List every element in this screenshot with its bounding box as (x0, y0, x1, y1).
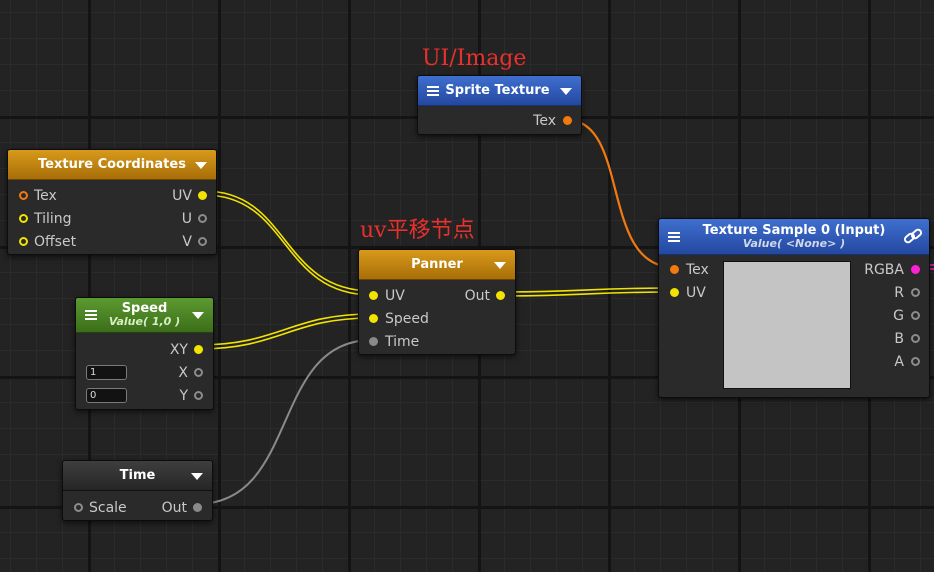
input-port-uv[interactable] (670, 288, 679, 297)
input-port-tex[interactable] (670, 265, 679, 274)
output-port-uv[interactable] (198, 191, 207, 200)
texture-preview[interactable] (723, 261, 851, 389)
node-title: Texture Coordinates (38, 157, 186, 172)
port-label: Speed (385, 311, 429, 327)
port-label: Tex (533, 113, 556, 129)
port-label: R (894, 285, 904, 301)
menu-icon[interactable] (85, 310, 97, 320)
wire-texcoord-uv-to-panner-uv-2 (203, 194, 373, 296)
port-label: B (894, 331, 904, 347)
node-panner[interactable]: Panner UV Speed Time Out (358, 249, 516, 355)
port-label: Out (161, 500, 187, 516)
wire-speed-xy-to-panner-speed (197, 313, 373, 346)
input-port-scale[interactable] (74, 503, 83, 512)
dropdown-icon[interactable] (192, 312, 204, 319)
port-label: Tiling (34, 211, 72, 227)
port-label: Tex (34, 188, 57, 204)
output-port-b[interactable] (911, 334, 920, 343)
menu-icon[interactable] (427, 86, 439, 96)
node-header[interactable]: Texture Coordinates (8, 150, 216, 180)
node-subtitle: Value( <None> ) (742, 236, 846, 250)
node-sprite-texture[interactable]: Sprite Texture Tex (417, 75, 582, 135)
annotation-panner: uv平移节点 (360, 218, 475, 243)
wire-time-out-to-panner-time (196, 339, 373, 505)
x-value-field[interactable]: 1 (86, 365, 127, 380)
output-port-xy[interactable] (194, 345, 203, 354)
node-time[interactable]: Time Scale Out (62, 460, 213, 521)
wire-panner-out-to-sample-uv (498, 287, 674, 293)
output-port-g[interactable] (911, 311, 920, 320)
node-title: Texture Sample 0 (Input) (702, 222, 886, 238)
port-label: X (178, 365, 188, 381)
output-port-x[interactable] (194, 368, 203, 377)
link-icon[interactable] (903, 227, 923, 245)
port-label: Time (385, 334, 420, 350)
port-label: Y (179, 388, 188, 404)
dropdown-icon[interactable] (494, 262, 506, 269)
port-label: Out (464, 288, 490, 304)
input-port-uv[interactable] (369, 291, 378, 300)
node-title: Speed (121, 301, 168, 316)
output-port-v[interactable] (198, 237, 207, 246)
output-port-u[interactable] (198, 214, 207, 223)
node-title: Sprite Texture (445, 83, 550, 98)
port-label: G (893, 308, 904, 324)
wire-panner-out-to-sample-uv-2 (498, 291, 674, 297)
port-label: U (181, 211, 192, 227)
dropdown-icon[interactable] (195, 162, 207, 169)
port-label: RGBA (864, 262, 904, 278)
output-port-rgba[interactable] (911, 265, 920, 274)
node-subtitle: Value( 1,0 ) (108, 315, 181, 328)
port-label: Offset (34, 234, 77, 250)
menu-icon[interactable] (668, 232, 680, 242)
input-port-tiling[interactable] (19, 214, 28, 223)
port-label: A (894, 354, 904, 370)
output-port-out[interactable] (193, 503, 202, 512)
port-label: Scale (89, 500, 127, 516)
node-header[interactable]: Texture Sample 0 (Input) Value( <None> ) (659, 219, 929, 255)
node-title: Panner (411, 257, 463, 272)
node-header[interactable]: Speed Value( 1,0 ) (76, 298, 213, 333)
node-header[interactable]: Time (63, 461, 212, 491)
node-header[interactable]: Panner (359, 250, 515, 280)
wire-texcoord-uv-to-panner-uv (203, 190, 373, 292)
port-label: V (182, 234, 192, 250)
output-port-y[interactable] (194, 391, 203, 400)
port-label: UV (686, 285, 706, 301)
dropdown-icon[interactable] (560, 88, 572, 95)
output-port-out[interactable] (496, 291, 505, 300)
node-texture-sample[interactable]: Texture Sample 0 (Input) Value( <None> )… (658, 218, 930, 398)
output-port-a[interactable] (911, 357, 920, 366)
dropdown-icon[interactable] (191, 473, 203, 480)
port-label: UV (172, 188, 192, 204)
input-port-speed[interactable] (369, 314, 378, 323)
wire-speed-xy-to-panner-speed-2 (197, 317, 373, 350)
input-port-time[interactable] (369, 337, 378, 346)
node-title: Time (119, 468, 156, 483)
output-port-tex[interactable] (563, 116, 572, 125)
node-header[interactable]: Sprite Texture (418, 76, 581, 106)
port-label: XY (169, 342, 188, 358)
output-port-r[interactable] (911, 288, 920, 297)
node-texture-coordinates[interactable]: Texture Coordinates Tex Tiling Offset UV… (7, 149, 217, 255)
input-port-tex[interactable] (19, 191, 28, 200)
annotation-sprite: UI/Image (422, 46, 527, 71)
port-label: UV (385, 288, 405, 304)
input-port-offset[interactable] (19, 237, 28, 246)
port-label: Tex (686, 262, 709, 278)
y-value-field[interactable]: 0 (86, 388, 127, 403)
node-speed[interactable]: Speed Value( 1,0 ) XY 1 X 0 Y (75, 297, 214, 410)
